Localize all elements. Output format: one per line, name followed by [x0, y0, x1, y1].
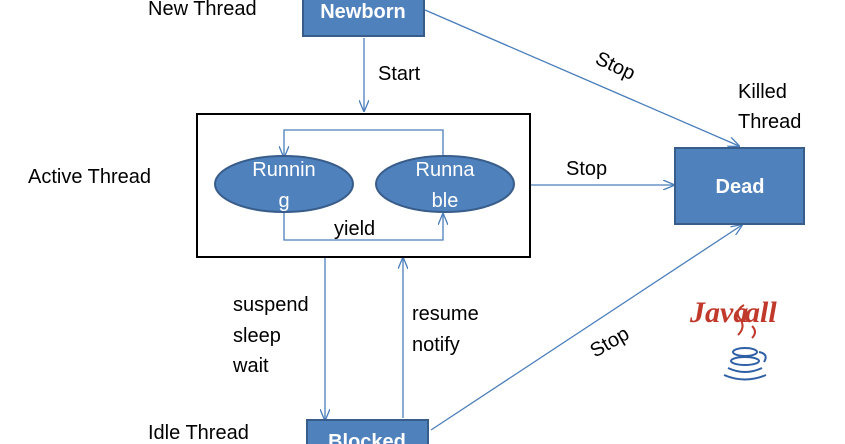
newborn-label: Newborn [320, 1, 406, 23]
running-state [214, 155, 354, 213]
running-runnable-loop-top [284, 129, 444, 157]
stop-label-bottom: Stop [587, 323, 634, 363]
start-label: Start [378, 63, 421, 85]
notify-label: notify [412, 334, 460, 356]
logo-text-left: Java [689, 296, 748, 329]
stop-arrow-newborn-to-dead [424, 9, 739, 146]
stop-label-top: Stop [592, 48, 639, 85]
dead-label: Dead [716, 176, 765, 198]
running-label-line2: g [278, 190, 289, 212]
blocked-label: Blocked [328, 431, 406, 444]
logo-text-right: all [745, 296, 777, 329]
newborn-box [302, 0, 425, 37]
coffee-cup-icon [723, 304, 767, 381]
running-label-line1: Runnin [252, 159, 315, 181]
wait-label: wait [232, 355, 269, 377]
suspend-label: suspend [233, 294, 309, 316]
sleep-label: sleep [233, 325, 281, 347]
active-thread-box [196, 113, 531, 258]
active-thread-label: Active Thread [28, 166, 151, 188]
yield-label: yield [334, 218, 375, 240]
resume-label: resume [412, 303, 479, 325]
runnable-label-line2: ble [432, 190, 459, 212]
killed-thread-label-line1: Killed [738, 81, 787, 103]
yield-arrow [283, 212, 443, 241]
killed-thread-label-line2: Thread [738, 111, 801, 133]
blocked-box [306, 419, 429, 444]
java-logo: Java all [689, 296, 777, 381]
runnable-state [375, 155, 515, 213]
idle-thread-label: Idle Thread [148, 422, 249, 444]
stop-label-mid: Stop [566, 158, 607, 180]
dead-box [674, 147, 805, 225]
runnable-label-line1: Runna [416, 159, 476, 181]
stop-arrow-blocked-to-dead [430, 225, 742, 431]
new-thread-label: New Thread [148, 0, 257, 20]
